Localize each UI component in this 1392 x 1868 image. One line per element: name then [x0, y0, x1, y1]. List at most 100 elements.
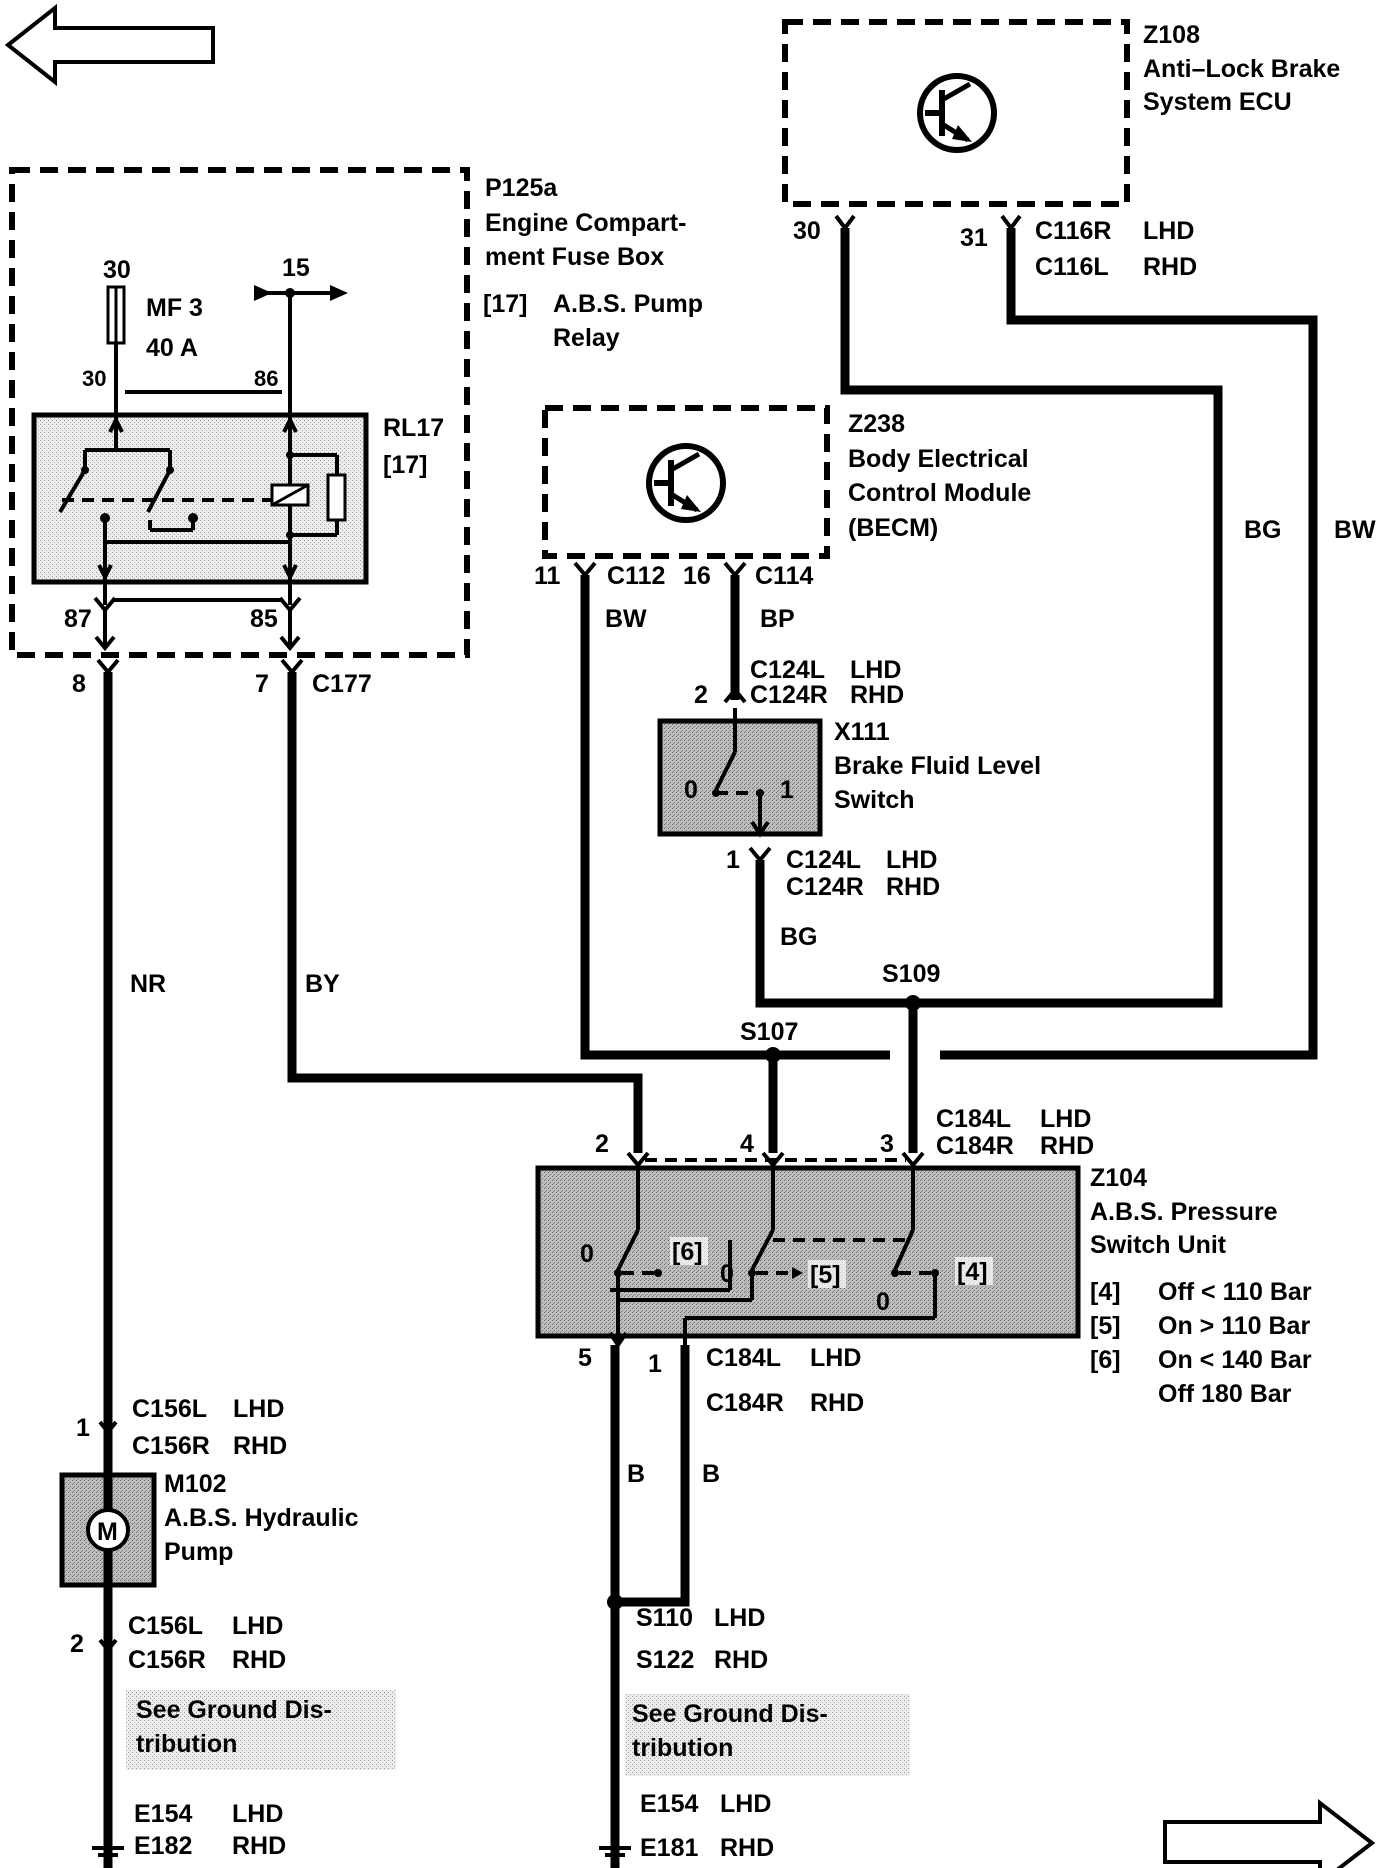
ground-left-lhd: LHD — [232, 1800, 283, 1828]
abs-ecu-box — [782, 19, 1130, 207]
note-text: Off 180 Bar — [1158, 1380, 1292, 1408]
x111-top-rhd: RHD — [850, 681, 904, 709]
ground-icon — [599, 1846, 631, 1864]
z104-pin-4: 4 — [740, 1130, 754, 1158]
ground-left-rhd-id: E182 — [134, 1832, 192, 1860]
z104-conn-top-lhd: C184L — [936, 1105, 1011, 1133]
note-tag: [5] — [1090, 1312, 1121, 1340]
z104-tag-4: [4] — [957, 1258, 988, 1286]
fuse-box-name-line2: ment Fuse Box — [485, 243, 664, 271]
pump-conn-bot-rhd: C156R — [128, 1646, 206, 1674]
x111-state-0: 0 — [684, 776, 698, 804]
z104-top-rhd: RHD — [1040, 1132, 1094, 1160]
fuse-box-id: P125a — [485, 174, 558, 202]
transistor-icon — [917, 73, 997, 153]
wire-bp: BP — [760, 605, 795, 633]
pump-name-line1: A.B.S. Hydraulic — [164, 1504, 359, 1532]
motor-letter: M — [97, 1518, 118, 1546]
z104-zero-b: 0 — [720, 1260, 734, 1288]
relay-id: RL17 — [383, 414, 444, 442]
fuse-pin-15: 15 — [282, 254, 310, 282]
z104-pin-2: 2 — [595, 1130, 609, 1158]
wire-bg-switch: BG — [780, 923, 818, 951]
ground-ref-right-line1: See Ground Dis- — [632, 1700, 828, 1728]
z104-pin-3: 3 — [880, 1130, 894, 1158]
x111-name-line1: Brake Fluid Level — [834, 752, 1041, 780]
pump-bot-rhd: RHD — [232, 1646, 286, 1674]
becm-box — [542, 405, 830, 559]
z104-conn-bot-lhd: C184L — [706, 1344, 781, 1372]
splice-s110: S110 — [636, 1604, 693, 1632]
wire-b-left: B — [627, 1460, 645, 1488]
abs-ecu-name-line1: Anti–Lock Brake — [1143, 55, 1340, 83]
next-page-arrow-icon[interactable] — [1163, 1798, 1376, 1868]
abs-ecu-lhd: LHD — [1143, 217, 1194, 245]
relay-pin-30-label: 30 — [82, 366, 106, 391]
splice-s122-rhd: RHD — [714, 1646, 768, 1674]
pump-top-lhd: LHD — [233, 1395, 284, 1423]
note-text: On > 110 Bar — [1158, 1312, 1310, 1340]
abs-ecu-pin-30: 30 — [793, 217, 821, 245]
fuse-rating: 40 A — [146, 334, 198, 362]
z104-tag-6: [6] — [672, 1238, 703, 1266]
relay-name-line2: Relay — [553, 324, 620, 352]
relay-internal-contacts — [58, 392, 347, 582]
x111-top-lhd: LHD — [850, 656, 901, 684]
pump-conn-top-lhd: C156L — [132, 1395, 207, 1423]
z104-name-line2: Switch Unit — [1090, 1231, 1227, 1259]
ground-right-rhd: RHD — [720, 1834, 774, 1862]
becm-id: Z238 — [848, 410, 905, 438]
c177-pin-7: 7 — [255, 670, 269, 698]
abs-ecu-id: Z108 — [1143, 21, 1200, 49]
c177-pin-8: 8 — [72, 670, 86, 698]
motor-icon: M — [86, 1508, 130, 1552]
wire-bw-ecu: BW — [1334, 516, 1376, 544]
splice-s107-dot — [765, 1047, 781, 1063]
fuse-box-outline — [9, 167, 470, 658]
relay-ref-tag: [17] — [383, 451, 427, 479]
abs-ecu-rhd: RHD — [1143, 253, 1197, 281]
previous-page-arrow-icon[interactable] — [4, 3, 215, 87]
fuse-id: MF 3 — [146, 294, 203, 322]
pressure-notes: [4] Off < 110 Bar [5] On > 110 Bar [6] O… — [1090, 1278, 1312, 1408]
splice-s109: S109 — [882, 960, 940, 988]
ground-ref-right-bg — [625, 1694, 910, 1776]
ground-ref-left-line2: tribution — [136, 1730, 237, 1758]
z104-zero-a: 0 — [580, 1240, 594, 1268]
pump-id: M102 — [164, 1470, 227, 1498]
pump-bot-lhd: LHD — [232, 1612, 283, 1640]
ground-ref-right-line2: tribution — [632, 1734, 733, 1762]
ground-right-rhd-id: E181 — [640, 1834, 698, 1862]
splice-s110-dot — [607, 1594, 623, 1610]
becm-name-line3: (BECM) — [848, 514, 938, 542]
c177-id: C177 — [312, 670, 372, 698]
z104-tag-5: [5] — [810, 1261, 841, 1289]
becm-conn-c112: C112 — [607, 562, 665, 590]
relay-ref: [17] — [483, 290, 527, 318]
abs-ecu-conn-lhd: C116R — [1035, 217, 1111, 245]
z104-zero-c: 0 — [876, 1288, 890, 1316]
ground-ref-left-line1: See Ground Dis- — [136, 1696, 332, 1724]
wire-nr: NR — [130, 970, 166, 998]
relay-pin-87: 87 — [64, 605, 92, 633]
z104-top-lhd: LHD — [1040, 1105, 1091, 1133]
fuse-box-name-line1: Engine Compart- — [485, 209, 686, 237]
z104-conn-top-rhd: C184R — [936, 1132, 1014, 1160]
brake-switch-contact — [712, 708, 770, 838]
ground-left-rhd: RHD — [232, 1832, 286, 1860]
fuse-icon — [106, 285, 126, 345]
becm-name-line2: Control Module — [848, 479, 1031, 507]
ground-icon — [92, 1846, 124, 1864]
feed-arrow-icon — [254, 285, 272, 301]
z104-bot-rhd: RHD — [810, 1389, 864, 1417]
ground-ref-left-bg — [126, 1690, 396, 1770]
relay-pin-86-label: 86 — [254, 366, 278, 391]
ground-right-lhd-id: E154 — [640, 1790, 698, 1818]
pump-pin-1: 1 — [76, 1414, 90, 1442]
fuse-pin-30-top: 30 — [103, 256, 131, 284]
brake-switch-box — [657, 718, 823, 837]
note-tag: [6] — [1090, 1346, 1121, 1374]
abs-ecu-name-line2: System ECU — [1143, 88, 1292, 116]
splice-s109-dot — [905, 995, 921, 1011]
